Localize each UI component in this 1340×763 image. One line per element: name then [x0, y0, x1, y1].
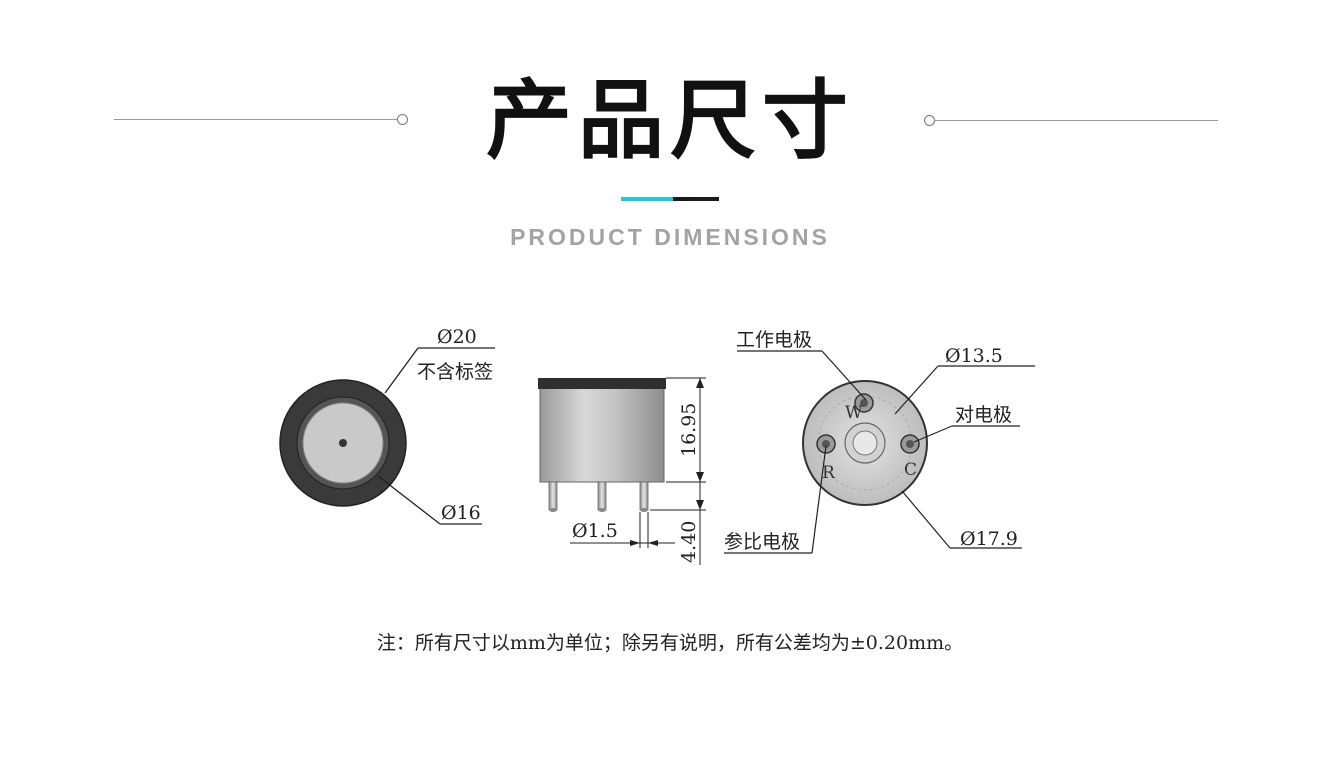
bottom-mark-w: W	[845, 403, 863, 423]
side-pin-2	[597, 481, 607, 511]
bottom-center-boss-inner	[852, 430, 878, 456]
front-view	[279, 347, 495, 525]
right-divider-line	[934, 120, 1218, 121]
reference-electrode-label: 参比电极	[724, 531, 800, 553]
side-view	[538, 377, 706, 565]
left-divider-line	[114, 119, 398, 120]
title-accent-dark	[673, 197, 719, 201]
side-pin-diameter-label: Ø1.5	[572, 520, 618, 542]
side-pin-length-label: 4.40	[678, 521, 700, 563]
bottom-mark-c: C	[904, 460, 917, 480]
title-accent-teal	[621, 197, 673, 201]
counter-electrode-label: 对电极	[955, 404, 1012, 426]
side-pin-1	[548, 481, 558, 511]
front-inner-diameter: Ø16	[441, 502, 481, 524]
front-outer-diameter: Ø20	[437, 326, 477, 348]
side-pin-3	[639, 481, 649, 511]
side-body	[539, 386, 665, 483]
base-diameter-label: Ø17.9	[960, 528, 1018, 550]
working-electrode-label: 工作电极	[736, 329, 812, 351]
side-cap	[538, 378, 666, 389]
left-divider-dot	[397, 114, 408, 125]
bottom-view	[724, 350, 1035, 554]
front-label-note: 不含标签	[417, 361, 493, 383]
footnote: 注：所有尺寸以mm为单位；除另有说明，所有公差均为±0.20mm。	[376, 632, 964, 654]
bottom-mark-r: R	[822, 463, 836, 483]
page-subtitle: PRODUCT DIMENSIONS	[510, 224, 830, 250]
front-center-hole	[339, 439, 347, 447]
side-height-label: 16.95	[678, 403, 700, 457]
pin-circle-diameter-label: Ø13.5	[945, 345, 1003, 367]
page-title: 产品尺寸	[486, 71, 854, 171]
